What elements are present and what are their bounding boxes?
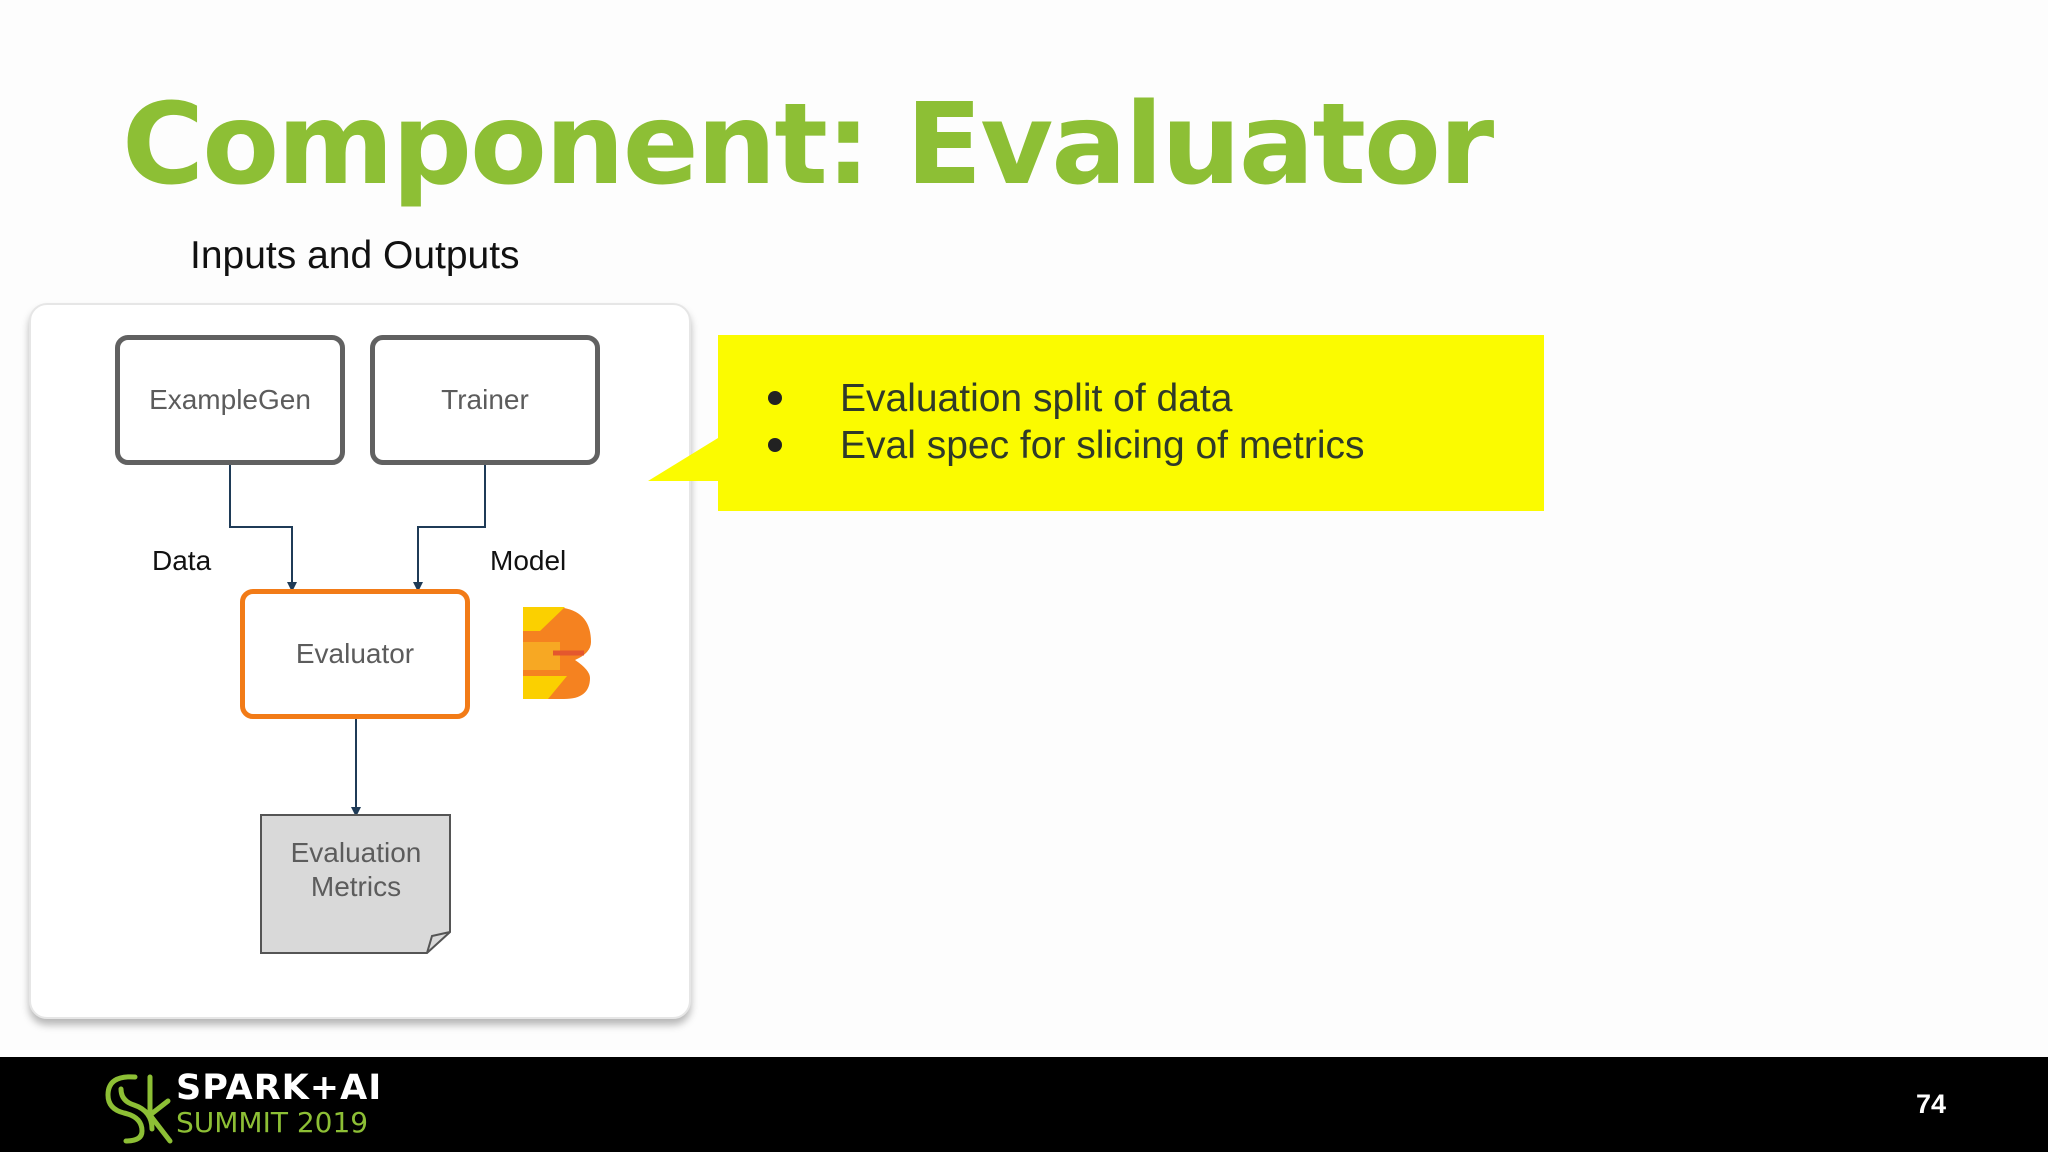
- artifact-label: Evaluation Metrics: [263, 836, 449, 904]
- footer-bar: SPARK+AI SUMMIT 2019 74: [0, 1057, 2048, 1152]
- footer-logo-line1: SPARK+AI: [176, 1068, 383, 1108]
- spark-ai-summit-logo-icon: [105, 1074, 173, 1144]
- trainer-node: Trainer: [370, 335, 600, 465]
- callout-bullet: Eval spec for slicing of metrics: [768, 422, 1365, 469]
- artifact-label-line1: Evaluation: [290, 837, 422, 868]
- evaluation-metrics-artifact: [260, 814, 451, 954]
- beam-logo-icon: [523, 607, 591, 699]
- edge-label-model: Model: [490, 545, 567, 576]
- callout-bullet-list: Evaluation split of data Eval spec for s…: [768, 375, 1365, 469]
- callout-box: Evaluation split of data Eval spec for s…: [718, 335, 1544, 511]
- diagram-subtitle: Inputs and Outputs: [190, 234, 520, 277]
- examplegen-node: ExampleGen: [115, 335, 345, 465]
- page-number: 74: [1915, 1089, 1946, 1119]
- evaluator-node: Evaluator: [240, 589, 470, 719]
- connector-model: [413, 465, 486, 592]
- artifact-label-line2: Metrics: [310, 871, 402, 902]
- footer-logo-line2: SUMMIT 2019: [176, 1106, 369, 1139]
- connector-data: [229, 465, 297, 592]
- footer-logo: SPARK+AI SUMMIT 2019: [176, 1071, 382, 1137]
- artifact-page-curl: [426, 931, 451, 954]
- edge-label-data: Data: [152, 545, 212, 576]
- callout-bullet: Evaluation split of data: [768, 375, 1365, 422]
- callout-pointer: [648, 438, 718, 481]
- slide-title: Component: Evaluator: [122, 80, 1494, 210]
